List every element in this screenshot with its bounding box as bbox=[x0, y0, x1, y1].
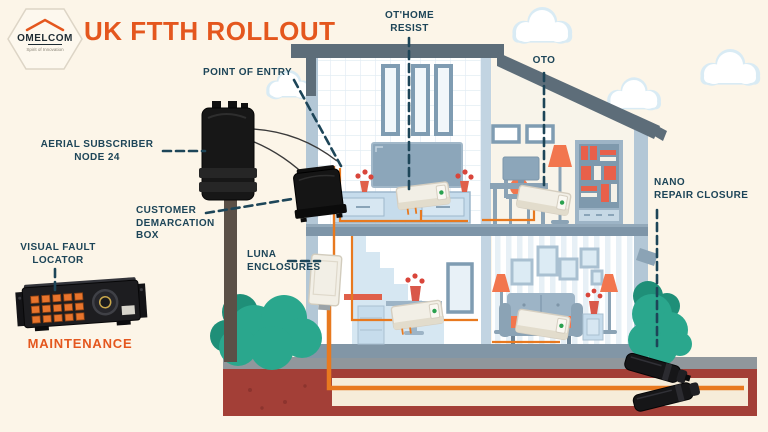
leader-point-of-entry bbox=[292, 78, 343, 168]
downspout bbox=[636, 248, 658, 266]
label-customer-demarcation-box: CUSTOMER DEMARCATION BOX bbox=[136, 205, 215, 241]
omelcom-logo: OMELCOM Spirit of Innovation bbox=[7, 8, 83, 70]
luna-enclosure-device bbox=[308, 253, 343, 311]
bookshelf bbox=[575, 140, 623, 224]
logo-wordmark: OMELCOM bbox=[17, 33, 73, 44]
nano-repair-closure-device bbox=[632, 382, 701, 412]
living-room-ont-device bbox=[515, 308, 571, 341]
upper-right-room bbox=[490, 124, 623, 224]
label-visual-fault-locator: VISUAL FAULT LOCATOR bbox=[20, 242, 96, 266]
visual-fault-locator-device bbox=[15, 277, 148, 332]
house-cutaway bbox=[291, 44, 667, 358]
label-nano-repair-closure: NANO REPAIR CLOSURE bbox=[654, 177, 749, 201]
ground-right-room bbox=[492, 245, 618, 344]
label-oto: OTO bbox=[532, 55, 556, 66]
tv-screen bbox=[371, 142, 463, 188]
clouds bbox=[266, 7, 761, 111]
aerial-subscriber-node-device bbox=[199, 101, 257, 201]
wall-shelf bbox=[344, 294, 382, 300]
oto-device bbox=[515, 184, 572, 216]
flower-vase bbox=[355, 169, 474, 192]
label-aerial-subscriber-node: AERIAL SUBSCRIBER NODE 24 bbox=[40, 139, 154, 163]
label-maintenance: MAINTENANCE bbox=[27, 336, 133, 351]
sloped-roof bbox=[497, 52, 660, 139]
nano-repair-closure-device bbox=[624, 352, 691, 384]
flat-roof bbox=[291, 44, 504, 58]
bushes bbox=[210, 281, 692, 370]
floor-lamp bbox=[600, 274, 618, 334]
picture-frames bbox=[510, 245, 604, 286]
label-othome-resist: OT'HOME RESIST bbox=[384, 10, 435, 34]
ground-floor-ont-device bbox=[390, 299, 445, 335]
side-table bbox=[582, 288, 604, 341]
page-title: UK FTTH ROLLOUT bbox=[84, 16, 336, 46]
dresser bbox=[357, 305, 385, 345]
label-point-of-entry: POINT OF ENTRY bbox=[203, 67, 293, 78]
customer-demarcation-box-device bbox=[293, 165, 347, 223]
window bbox=[446, 262, 474, 314]
logo-tagline: Spirit of Innovation bbox=[26, 47, 64, 52]
label-luna-enclosures: LUNA ENCLOSURES bbox=[247, 249, 321, 273]
leader-demarcation-box bbox=[204, 197, 294, 215]
